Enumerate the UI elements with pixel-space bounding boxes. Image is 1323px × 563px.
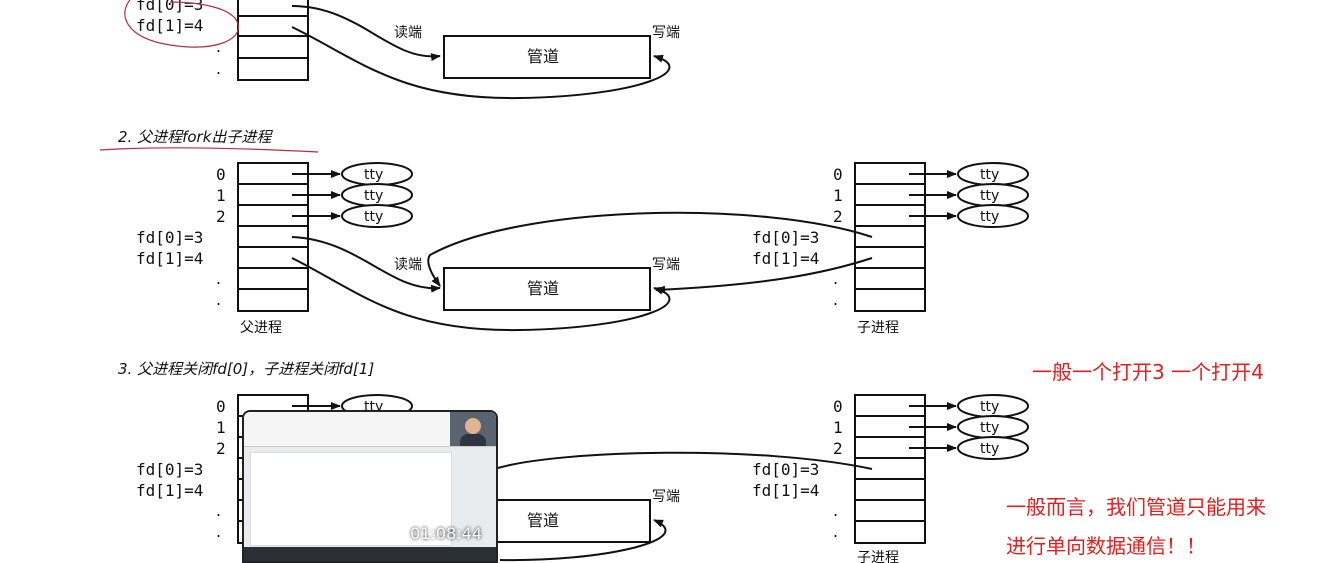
fd1-label: fd[1]=4 [136, 16, 203, 35]
step-3-heading: 3. 父进程关闭fd[0]，子进程关闭fd[1] [118, 360, 374, 378]
fd-table [237, 0, 309, 81]
pipe-box [443, 267, 651, 311]
webcam-thumbnail [450, 412, 496, 446]
taskbar-strip [244, 547, 496, 561]
fd1-label: fd[1]=4 [136, 481, 203, 500]
tty-label: tty [980, 167, 999, 183]
pipe-label: 管道 [527, 47, 559, 66]
fd0-label: fd[0]=3 [752, 460, 819, 479]
fd-label: 2 [833, 207, 843, 226]
ellipsis-dot: . [216, 290, 221, 309]
ellipsis-dot: . [833, 501, 838, 520]
tty-label: tty [364, 209, 383, 225]
annotation-note-2-line-2: 进行单向数据通信！！ [1006, 534, 1206, 558]
tty-label: tty [364, 188, 383, 204]
tty-label: tty [364, 167, 383, 183]
section-1: fd[0]=3 fd[1]=4 . . 管道 读端 写端 [124, 0, 680, 100]
ellipsis-dot: . [833, 290, 838, 309]
tty-label: tty [980, 399, 999, 415]
fd1-label: fd[1]=4 [136, 249, 203, 268]
fd1-label: fd[1]=4 [752, 481, 819, 500]
ellipsis-dot: . [216, 269, 221, 288]
video-preview-window[interactable]: 01:08:44 [242, 410, 498, 563]
fd-label: 0 [833, 397, 843, 416]
ellipsis-dot: . [216, 522, 221, 541]
read-arrow [291, 5, 441, 62]
pipe-label: 管道 [527, 279, 559, 298]
read-end-label: 读端 [394, 256, 422, 273]
fd-label: 1 [216, 186, 226, 205]
ellipsis-dot: . [216, 501, 221, 520]
read-end-label: 读端 [394, 24, 422, 41]
annotation-note-1: 一般一个打开3 一个打开4 [1032, 360, 1264, 384]
fd-label: 2 [833, 439, 843, 458]
child-fd-table [854, 394, 926, 544]
tty-label: tty [980, 209, 999, 225]
fd-label: 0 [833, 165, 843, 184]
ellipsis-dot: . [216, 59, 221, 78]
ellipsis-dot: . [216, 37, 221, 56]
fd0-label: fd[0]=3 [136, 0, 203, 14]
child-label: 子进程 [857, 550, 899, 563]
red-sketch-circle [124, 0, 239, 48]
write-end-label: 写端 [652, 25, 680, 41]
write-end-label: 写端 [652, 257, 680, 273]
step-2-heading: 2. 父进程fork出子进程 [118, 128, 273, 146]
ellipsis-dot: . [833, 522, 838, 541]
section-2: 0 1 2 fd[0]=3 fd[1]=4 . . 父进程 tty tty tt… [136, 162, 1029, 336]
parent-label: 父进程 [240, 320, 282, 336]
presenter-body [460, 434, 486, 446]
annotation-note-2-line-1: 一般而言，我们管道只能用来 [1006, 495, 1266, 519]
slide-thumbnail [250, 452, 452, 546]
write-end-label: 写端 [652, 489, 680, 505]
fd0-label: fd[0]=3 [752, 228, 819, 247]
fd-label: 0 [216, 165, 226, 184]
child-fd-table [854, 162, 926, 312]
fd-label: 2 [216, 439, 226, 458]
fd-label: 1 [216, 418, 226, 437]
tty-label: tty [980, 188, 999, 204]
presenter-head [465, 418, 481, 434]
pipe-label: 管道 [527, 511, 559, 530]
tty-label: tty [980, 420, 999, 436]
fd-label: 1 [833, 418, 843, 437]
video-timestamp: 01:08:44 [410, 524, 482, 543]
fd-label: 0 [216, 397, 226, 416]
fd1-label: fd[1]=4 [752, 249, 819, 268]
tty-label: tty [980, 441, 999, 457]
write-arrow [291, 26, 671, 100]
fd-label: 1 [833, 186, 843, 205]
fd0-label: fd[0]=3 [136, 460, 203, 479]
fd-label: 2 [216, 207, 226, 226]
ellipsis-dot: . [833, 269, 838, 288]
child-label: 子进程 [857, 320, 899, 336]
fd0-label: fd[0]=3 [136, 228, 203, 247]
pipe-box [443, 35, 651, 79]
red-underline [99, 147, 319, 153]
